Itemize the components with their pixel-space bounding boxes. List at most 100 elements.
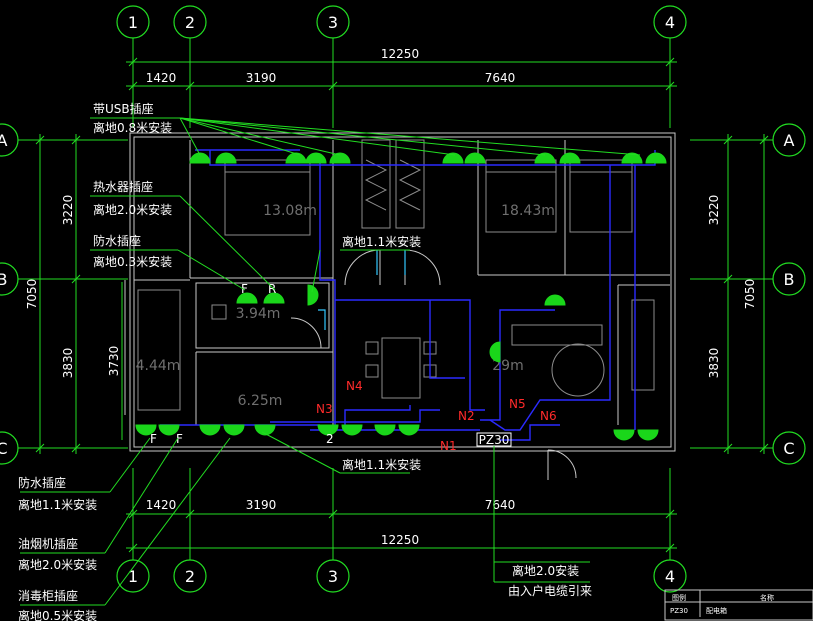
sterilizer-socket-title: 消毒柜插座: [18, 588, 78, 603]
distribution-panel: PZ30: [476, 432, 590, 583]
circuit-label: N4: [346, 379, 363, 393]
room-area: 13.08m: [263, 203, 317, 219]
dim-bottom-seg: 7640: [485, 498, 516, 512]
wiring: [160, 149, 656, 441]
sterilizer-socket-height: 离地0.5米安装: [18, 608, 97, 621]
hood-socket-title: 油烟机插座: [18, 536, 78, 551]
socket-mark: 2: [326, 432, 334, 446]
dim-bottom-seg: 1420: [146, 498, 177, 512]
socket-icon: [621, 152, 643, 164]
dim-left-total: 7050: [25, 279, 39, 310]
circuit-label: N3: [316, 402, 333, 416]
dim-right-seg: 3830: [707, 348, 721, 379]
socket-icon: [305, 152, 327, 164]
socket-icon: [189, 152, 211, 164]
panel-source: 由入户电缆引来: [508, 583, 592, 598]
room-area: 18.43m: [501, 203, 555, 219]
legend-col2: 名称: [760, 593, 774, 602]
axis-top: 1 2 3 4: [116, 5, 687, 39]
room-area: 6.25m: [238, 393, 283, 409]
axis-label: C: [783, 439, 794, 458]
axis-bottom: 1 2 3 4: [116, 559, 687, 593]
panel-height: 离地2.0安装: [512, 563, 579, 578]
sockets-mid: F R: [236, 282, 566, 363]
socket-mark: F: [176, 432, 183, 446]
socket-icon: [637, 429, 659, 441]
socket-icon: [317, 424, 339, 436]
dim-left-seg: 3830: [61, 348, 75, 379]
dim-top-total: 12250: [381, 47, 419, 61]
circuit-label: N2: [458, 409, 475, 423]
axis-right: A B C: [772, 123, 806, 465]
socket-icon: [254, 424, 276, 436]
dim-bottom-seg: 3190: [246, 498, 277, 512]
dim-bottom-total: 12250: [381, 533, 419, 547]
dim-top-seg: 3190: [246, 71, 277, 85]
socket-icon: [223, 424, 245, 436]
socket-icon: [374, 424, 396, 436]
axis-label: 4: [665, 567, 675, 586]
circuit-label: N5: [509, 397, 526, 411]
socket-icon: [442, 152, 464, 164]
axis-label: 4: [665, 13, 675, 32]
socket-icon: [489, 341, 501, 363]
socket-icon: [285, 152, 307, 164]
socket-icon: [464, 152, 486, 164]
socket-icon: [307, 284, 319, 306]
socket-icon: [398, 424, 420, 436]
axis-label: B: [0, 270, 7, 289]
axis-label: 3: [328, 13, 338, 32]
axis-label: 1: [128, 567, 138, 586]
socket-icon: [559, 152, 581, 164]
socket-mark: F: [241, 282, 248, 296]
axis-label: 1: [128, 13, 138, 32]
room-area: 3.94m: [236, 306, 281, 322]
sockets-top: [189, 152, 667, 164]
socket-mark: R: [268, 282, 276, 296]
hood-socket-height: 离地2.0米安装: [18, 557, 97, 572]
mid-socket-height: 离地1.1米安装: [342, 234, 421, 249]
socket-icon: [544, 294, 566, 306]
dim-left-seg: 3220: [61, 195, 75, 226]
axis-label: A: [0, 131, 8, 150]
legend-row-code: PZ30: [670, 607, 688, 615]
waterproof-socket-height: 离地0.3米安装: [93, 254, 172, 269]
socket-icon: [215, 152, 237, 164]
sockets-bottom: F F 2: [135, 424, 659, 446]
socket-icon: [135, 424, 157, 436]
axis-label: B: [784, 270, 795, 289]
socket-icon: [534, 152, 556, 164]
socket-icon: [341, 424, 363, 436]
socket-icon: [329, 152, 351, 164]
axis-label: C: [0, 439, 8, 458]
heater-socket-title: 热水器插座: [93, 179, 153, 194]
socket-icon: [236, 292, 258, 304]
dim-top-seg: 1420: [146, 71, 177, 85]
dim-top-seg: 7640: [485, 71, 516, 85]
circuit-label: N1: [440, 439, 457, 453]
socket-icon: [613, 429, 635, 441]
waterproof-bottom-height: 离地1.1米安装: [18, 497, 97, 512]
circuit-labels: N1 N2 N3 N4 N5 N6: [316, 379, 557, 453]
axis-left: A B C: [0, 123, 19, 465]
heater-socket-height: 离地2.0米安装: [93, 202, 172, 217]
dimension-lines: [18, 38, 773, 560]
axis-label: 2: [185, 567, 195, 586]
legend-table: 图例 名称 PZ30 配电箱: [664, 589, 813, 621]
socket-icon: [263, 292, 285, 304]
legend-col1: 图例: [672, 593, 686, 602]
legend-row-name: 配电箱: [706, 606, 727, 615]
waterproof-socket-title: 防水插座: [93, 233, 141, 248]
dim-left-inner: 3730: [107, 346, 121, 377]
waterproof-bottom-title: 防水插座: [18, 475, 66, 490]
socket-icon: [645, 152, 667, 164]
annotations: 带USB插座 离地0.8米安装 热水器插座 离地2.0米安装 防水插座 离地0.…: [18, 101, 592, 621]
dim-right-seg: 3220: [707, 195, 721, 226]
usb-socket-height: 离地0.8米安装: [93, 120, 172, 135]
axis-label: 3: [328, 567, 338, 586]
furniture: [137, 139, 655, 411]
axis-label: A: [784, 131, 795, 150]
usb-socket-title: 带USB插座: [93, 101, 154, 116]
